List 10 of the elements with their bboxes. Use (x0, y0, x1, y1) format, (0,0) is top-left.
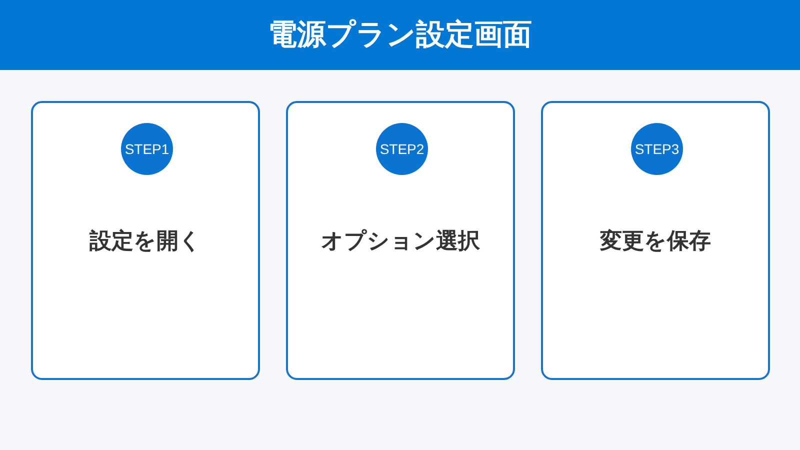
step-title: 設定を開く (90, 228, 202, 256)
step-card (286, 101, 515, 380)
step-card (31, 101, 260, 380)
step-card (541, 101, 770, 380)
step-circle: STEP1 (121, 123, 173, 175)
step-title: オプション選択 (321, 228, 480, 256)
step-circle: STEP2 (376, 123, 428, 175)
page-title: 電源プラン設定画面 (268, 16, 532, 53)
step-circle: STEP3 (631, 123, 683, 175)
step-title: 変更を保存 (600, 228, 711, 256)
